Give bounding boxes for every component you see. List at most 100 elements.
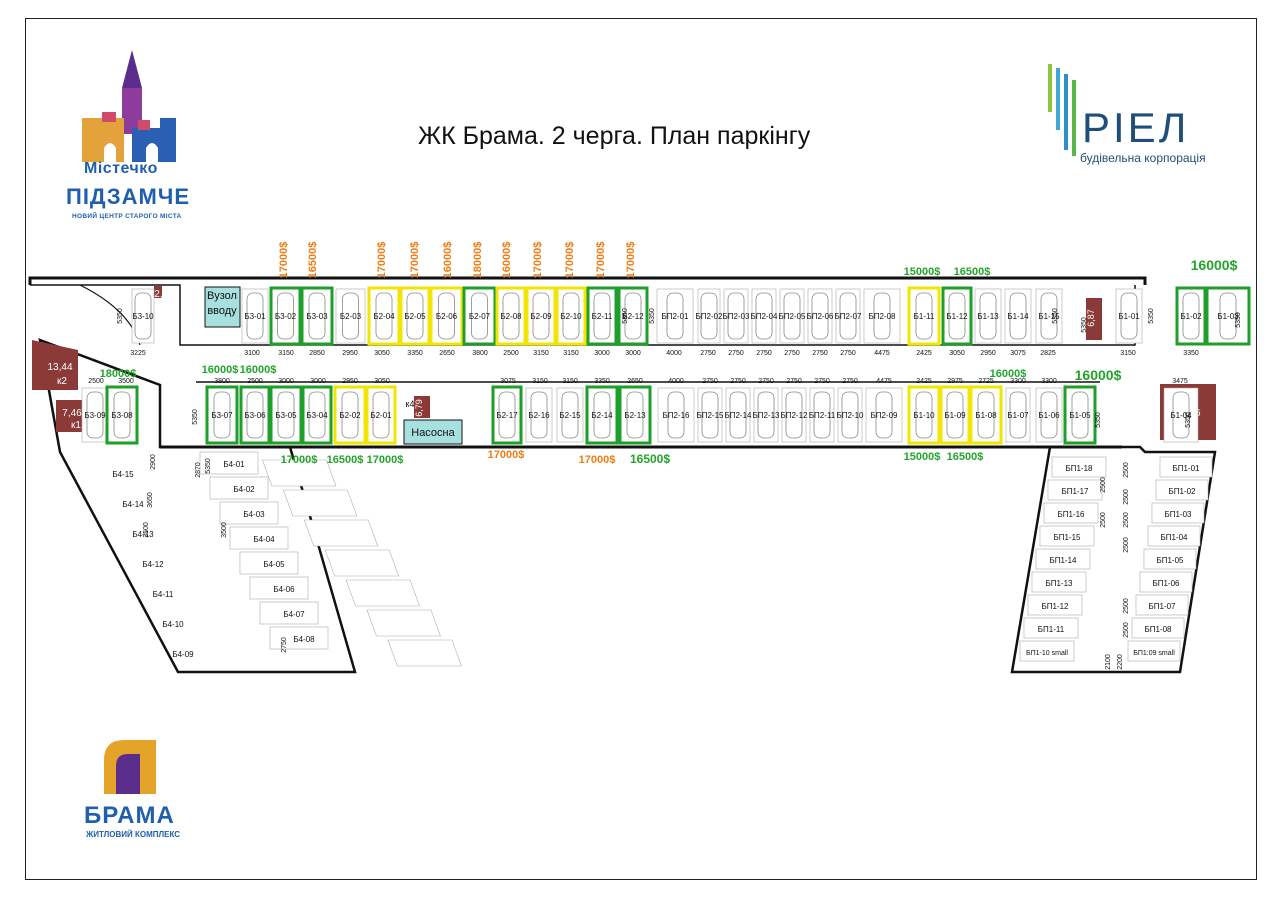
dim-middle-7: 3050 (374, 378, 390, 385)
space-Б4-01-label: Б4-01 (223, 460, 245, 469)
space-БП2-11-label: БП2-11 (809, 411, 836, 420)
dim-side-0: 5350 (117, 308, 124, 324)
space-БП2-16-bay (657, 387, 695, 443)
dim-middle-13: 4000 (668, 378, 684, 385)
dim-wing-1: 2500 (1123, 489, 1130, 505)
room-k4-area: 6,79 (414, 399, 424, 417)
dim-middle-20: 4475 (876, 378, 892, 385)
space-Б1-11-car-icon (915, 292, 933, 340)
room-nasosna-label: Насосна (411, 427, 455, 439)
dim-middle-12: 2650 (627, 378, 643, 385)
space-БП2-05-car-icon (783, 292, 801, 340)
space-БП1-14-bay (1035, 548, 1091, 570)
space-БП1-13-label: БП1-13 (1045, 579, 1073, 588)
space-Б2-08-label: Б2-08 (500, 312, 522, 321)
space-Б4-14-label: Б4-14 (122, 500, 144, 509)
space-Б4-08-bay (269, 626, 329, 650)
space-Б2-14-car-icon (593, 391, 611, 439)
dim-wing-9: 3500 (143, 522, 150, 538)
space-Б1-08-car-icon (977, 391, 995, 439)
space-Б2-08-car-icon (502, 292, 520, 340)
dim-top-19: 2750 (812, 350, 828, 357)
ramp-curve (79, 284, 141, 346)
space-Б4-05-label: Б4-05 (263, 560, 285, 569)
space-БП2-01-bay (656, 288, 694, 344)
dim-wing-14: 2200 (1117, 654, 1124, 670)
dim-top-8: 3800 (472, 350, 488, 357)
space-БП2-12-label: БП2-12 (780, 411, 808, 420)
space-БП2-06-car-icon (811, 292, 829, 340)
space-БП2-07-label: БП2-07 (834, 312, 862, 321)
price-top-6: 16000$ (501, 242, 513, 279)
space-Б1-09-label: Б1-09 (944, 411, 966, 420)
space-БП1-15-label: БП1-15 (1053, 533, 1081, 542)
space-Б1-04-label: Б1-04 (1170, 411, 1192, 420)
space-Б1-01-car-icon (1120, 292, 1138, 340)
dim-middle-26: 3475 (1172, 378, 1188, 385)
space-Б2-05-label: Б2-05 (404, 312, 426, 321)
space-Б1-04-car-icon (1172, 391, 1190, 439)
space-Б1-03-label: Б1-03 (1217, 312, 1239, 321)
dim-top-13: 3000 (625, 350, 641, 357)
dim-middle-10: 3150 (562, 378, 578, 385)
space-БП2-16-car-icon (667, 391, 685, 439)
price-middle-2: 16000$ (240, 364, 277, 376)
dim-top-27: 3150 (1120, 350, 1136, 357)
space-Б1-13-bay (974, 288, 1002, 344)
price-top-0: 17000$ (278, 242, 290, 279)
space-Б3-10-label: Б3-10 (132, 312, 154, 321)
space-Б1-09-car-icon (946, 391, 964, 439)
space-Б2-08-status-frame (495, 286, 527, 346)
dim-top-25: 3075 (1010, 350, 1026, 357)
space-Б2-17-car-icon (498, 391, 516, 439)
space-Б3-05-label: Б3-05 (275, 411, 297, 420)
space-Б1-10-label: Б1-10 (913, 411, 935, 420)
dim-middle-22: 2975 (947, 378, 963, 385)
space-Б2-13-car-icon (626, 391, 644, 439)
price-top-7: 17000$ (532, 242, 544, 279)
dim-wing-2: 2500 (1123, 512, 1130, 528)
space-Б3-04-bay (303, 387, 331, 443)
space-БП1-01-label: БП1-01 (1172, 464, 1200, 473)
space-Б1-08-status-frame (969, 385, 1003, 445)
space-Б2-17-label: Б2-17 (496, 411, 518, 420)
space-Б4-04-bay (229, 526, 289, 550)
dim-wing-11: 2870 (195, 462, 202, 478)
space-Б1-01-label: Б1-01 (1118, 312, 1140, 321)
brama-logo-icon (104, 740, 156, 794)
space-БП2-08-label: БП2-08 (868, 312, 896, 321)
space-Б2-12-label: Б2-12 (622, 312, 644, 321)
space-Б2-16-label: Б2-16 (528, 411, 550, 420)
space-Б3-08-status-frame (105, 385, 139, 445)
riel-logo-icon (1048, 64, 1076, 156)
space-Б2-11-status-frame (586, 286, 618, 346)
dim-wing-6: 2500 (1100, 477, 1107, 493)
space-БП1:09 small-label: БП1:09 small (1133, 650, 1175, 657)
space-Б3-02-bay (271, 288, 300, 344)
price-top-11: 15000$ (904, 266, 941, 278)
price-middle-extra-1: 16000$ (1075, 367, 1122, 383)
space-Б2-15-label: Б2-15 (559, 411, 581, 420)
dim-top-1: 3100 (244, 350, 260, 357)
logo-left-line2: ПІДЗАМЧЕ (66, 184, 190, 209)
space-Б2-13-status-frame (618, 385, 652, 445)
space-БП1-18-bay (1051, 456, 1107, 478)
space-Б2-02-car-icon (341, 391, 359, 439)
space-Б2-09-car-icon (532, 292, 550, 340)
dim-top-17: 2750 (756, 350, 772, 357)
price-top-9: 17000$ (595, 242, 607, 279)
space-БП1-03-label: БП1-03 (1164, 510, 1192, 519)
space-БП2-09-car-icon (875, 391, 893, 439)
space-Б1-04-bay (1163, 387, 1199, 443)
price-middle-8: 16500$ (630, 452, 670, 466)
dim-middle-6: 2950 (342, 378, 358, 385)
dim-middle-0: 2500 (88, 378, 104, 385)
space-Б1-02-status-frame (1175, 286, 1207, 346)
space-Б1-10-status-frame (907, 385, 941, 445)
dim-middle-18: 2750 (814, 378, 830, 385)
space-БП1-13-bay (1031, 571, 1087, 593)
dim-top-23: 3050 (949, 350, 965, 357)
mistechko-logo-icon (82, 50, 176, 162)
dim-middle-16: 2750 (758, 378, 774, 385)
space-БП2-13-car-icon (757, 391, 775, 439)
